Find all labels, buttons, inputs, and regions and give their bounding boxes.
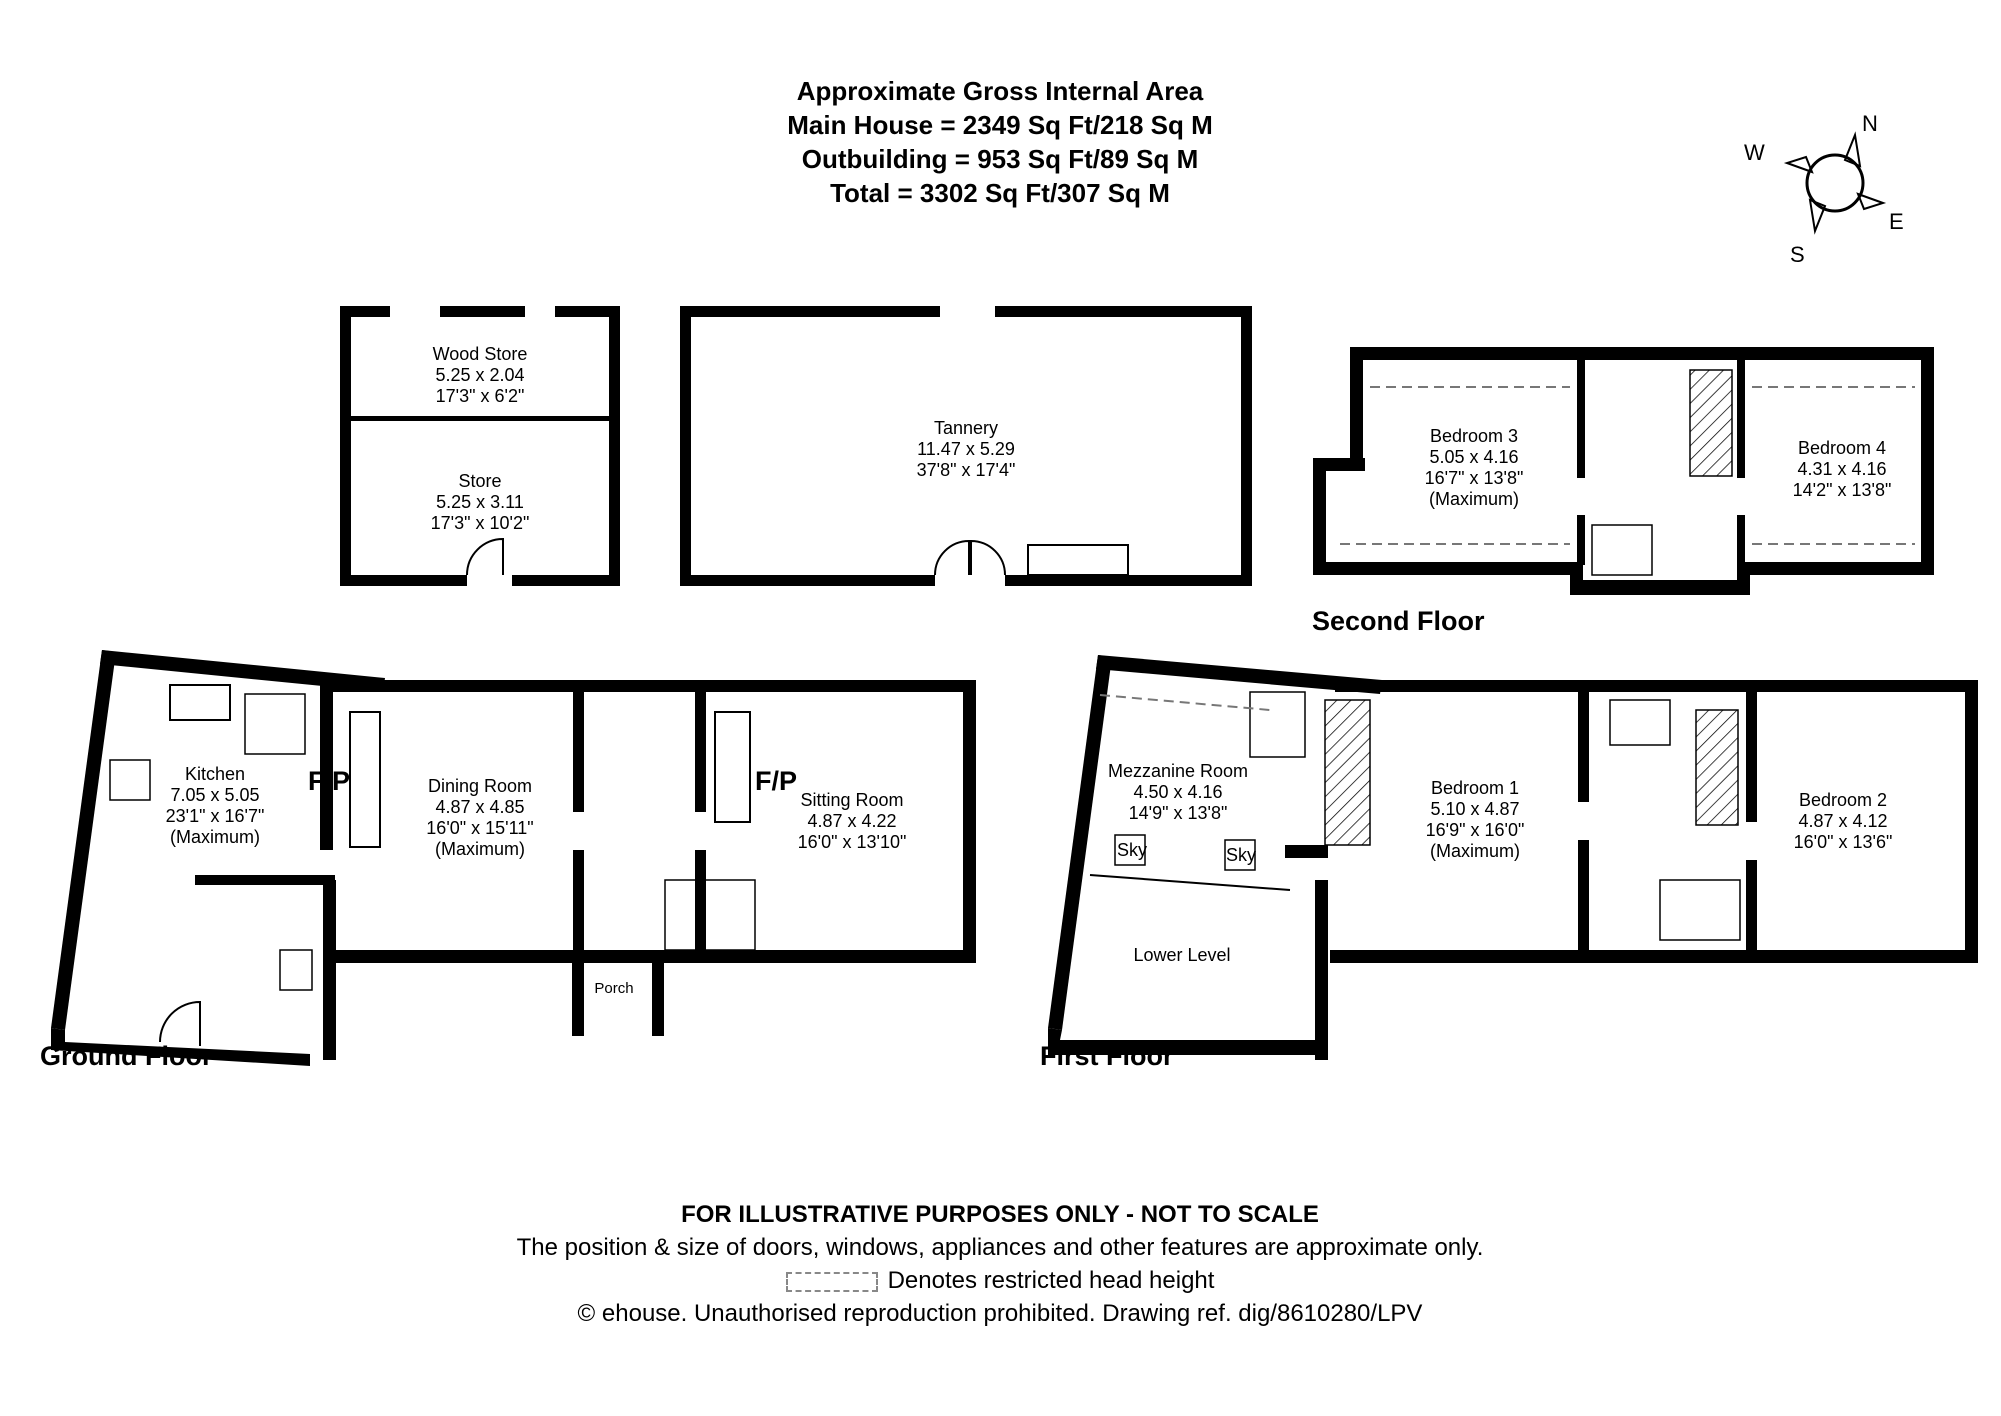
room-tannery-name: Tannery bbox=[934, 418, 998, 438]
room-kitchen-name: Kitchen bbox=[185, 764, 245, 784]
compass-s: S bbox=[1790, 242, 1805, 267]
ground-floor-plan bbox=[51, 650, 976, 1066]
room-store-metric: 5.25 x 3.11 bbox=[436, 492, 524, 512]
room-wood-store-name: Wood Store bbox=[433, 344, 528, 364]
room-tannery-imperial: 37'8" x 17'4" bbox=[917, 460, 1016, 480]
room-dining-name: Dining Room bbox=[428, 776, 532, 796]
second-floor-plan bbox=[1313, 347, 1934, 595]
room-bedroom1-imperial: 16'9" x 16'0" bbox=[1426, 820, 1525, 840]
outbuilding-area: Outbuilding = 953 Sq Ft/89 Sq M bbox=[801, 144, 1199, 174]
room-porch-name: Porch bbox=[594, 980, 633, 997]
compass-w: W bbox=[1744, 140, 1765, 165]
compass-e: E bbox=[1889, 209, 1904, 234]
disclaimer-title: FOR ILLUSTRATIVE PURPOSES ONLY - NOT TO … bbox=[681, 1201, 1319, 1228]
restricted-height-legend-icon bbox=[785, 1271, 878, 1292]
room-store-name: Store bbox=[458, 471, 501, 491]
area-summary: Approximate Gross Internal Area Main Hou… bbox=[600, 74, 1400, 210]
skylight-label-2: Sky bbox=[1226, 845, 1256, 865]
room-store-imperial: 17'3" x 10'2" bbox=[431, 513, 530, 533]
room-mezzanine-name: Mezzanine Room bbox=[1108, 761, 1248, 781]
floor-label-second: Second Floor bbox=[1312, 606, 1485, 636]
total-area: Total = 3302 Sq Ft/307 Sq M bbox=[830, 178, 1170, 208]
room-dining-metric: 4.87 x 4.85 bbox=[435, 797, 524, 817]
room-bedroom1-note: (Maximum) bbox=[1430, 841, 1520, 861]
room-lower-level-name: Lower Level bbox=[1133, 945, 1230, 965]
room-sitting-name: Sitting Room bbox=[800, 790, 903, 810]
room-sitting-metric: 4.87 x 4.22 bbox=[807, 811, 896, 831]
compass-n: N bbox=[1862, 111, 1878, 136]
room-tannery-metric: 11.47 x 5.29 bbox=[917, 439, 1015, 459]
compass-icon: N E S W bbox=[1744, 111, 1904, 267]
area-title: Approximate Gross Internal Area bbox=[796, 76, 1204, 106]
legend-text: Denotes restricted head height bbox=[887, 1267, 1215, 1294]
room-mezzanine-metric: 4.50 x 4.16 bbox=[1133, 782, 1222, 802]
room-bedroom1-name: Bedroom 1 bbox=[1431, 778, 1519, 798]
room-bedroom1-metric: 5.10 x 4.87 bbox=[1430, 799, 1519, 819]
room-dining-imperial: 16'0" x 15'11" bbox=[426, 818, 533, 838]
room-kitchen-metric: 7.05 x 5.05 bbox=[170, 785, 259, 805]
room-kitchen-imperial: 23'1" x 16'7" bbox=[166, 806, 265, 826]
floor-label-first: First Floor bbox=[1040, 1041, 1174, 1071]
outbuilding-stores bbox=[340, 306, 620, 586]
room-bedroom4-metric: 4.31 x 4.16 bbox=[1797, 459, 1886, 479]
disclaimer-body: The position & size of doors, windows, a… bbox=[516, 1234, 1484, 1261]
floor-label-ground: Ground Floor bbox=[40, 1041, 213, 1071]
room-bedroom4-name: Bedroom 4 bbox=[1798, 438, 1886, 458]
copyright: © ehouse. Unauthorised reproduction proh… bbox=[577, 1300, 1423, 1327]
room-wood-store-imperial: 17'3" x 6'2" bbox=[436, 386, 525, 406]
room-bedroom3-imperial: 16'7" x 13'8" bbox=[1425, 468, 1524, 488]
room-mezzanine-imperial: 14'9" x 13'8" bbox=[1129, 803, 1228, 823]
room-bedroom2-metric: 4.87 x 4.12 bbox=[1798, 811, 1887, 831]
room-sitting-imperial: 16'0" x 13'10" bbox=[798, 832, 907, 852]
outbuilding-tannery bbox=[680, 306, 1252, 586]
room-dining-note: (Maximum) bbox=[435, 839, 525, 859]
room-bedroom2-imperial: 16'0" x 13'6" bbox=[1794, 832, 1893, 852]
fp-label-dining: F/P bbox=[308, 766, 350, 796]
first-floor-plan bbox=[1048, 655, 1978, 1060]
fp-label-sitting: F/P bbox=[755, 766, 797, 796]
main-house-area: Main House = 2349 Sq Ft/218 Sq M bbox=[787, 110, 1213, 140]
room-bedroom4-imperial: 14'2" x 13'8" bbox=[1793, 480, 1892, 500]
room-bedroom3-note: (Maximum) bbox=[1429, 489, 1519, 509]
legend-row: Denotes restricted head height bbox=[300, 1264, 1700, 1297]
skylight-label-1: Sky bbox=[1117, 840, 1147, 860]
room-bedroom3-name: Bedroom 3 bbox=[1430, 426, 1518, 446]
room-bedroom3-metric: 5.05 x 4.16 bbox=[1429, 447, 1518, 467]
room-bedroom2-name: Bedroom 2 bbox=[1799, 790, 1887, 810]
room-wood-store-metric: 5.25 x 2.04 bbox=[435, 365, 524, 385]
disclaimer: FOR ILLUSTRATIVE PURPOSES ONLY - NOT TO … bbox=[300, 1198, 1700, 1330]
room-kitchen-note: (Maximum) bbox=[170, 827, 260, 847]
